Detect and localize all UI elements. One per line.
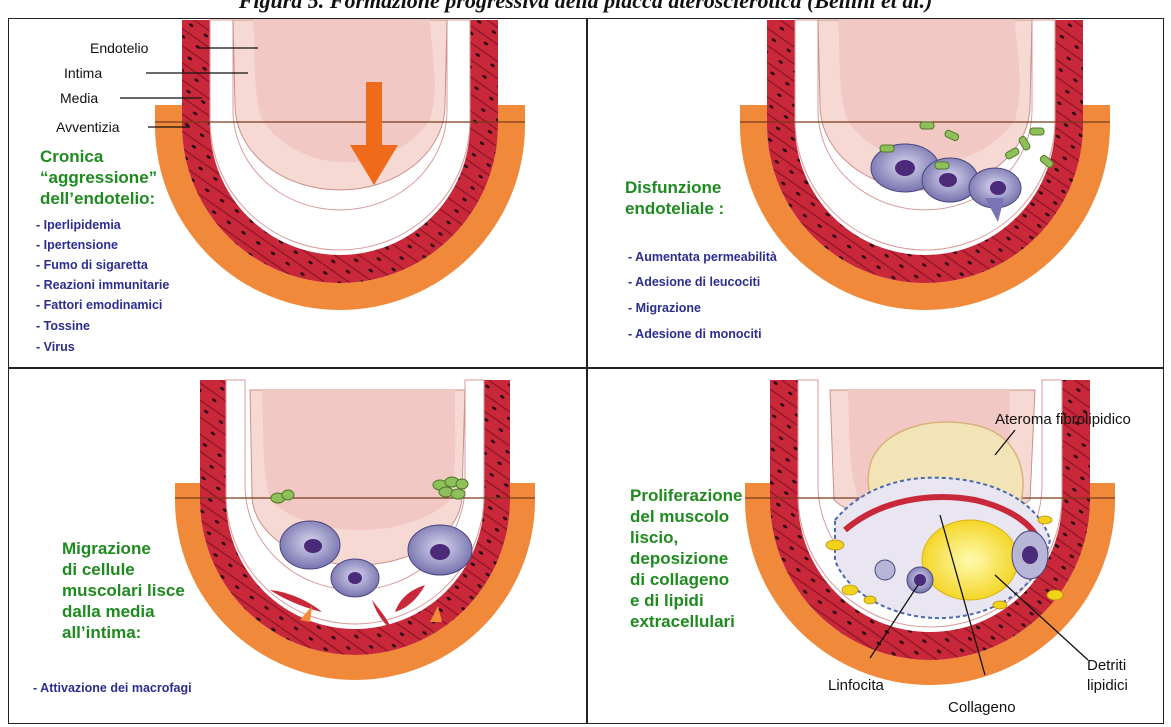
panel4-title-line: di collageno — [630, 570, 729, 589]
vessel-wall-3 — [175, 380, 535, 680]
label-detriti-2: lipidici — [1087, 677, 1128, 694]
panel3-title-line: muscolari lisce — [62, 581, 185, 600]
panel2-title-line: Disfunzione — [625, 178, 721, 197]
panel-4: Ateroma fibrolipidico Detriti lipidici L… — [630, 380, 1131, 716]
panel3-title-line: di cellule — [62, 560, 135, 579]
panel-1: Endotelio Intima Media Avventizia Cronic… — [36, 20, 525, 354]
panel1-item: - Virus — [36, 340, 75, 354]
panel2-item: - Adesione di monociti — [628, 327, 762, 341]
panel-2: Disfunzione endoteliale : - Aumentata pe… — [625, 20, 1110, 341]
panel2-item: - Adesione di leucociti — [628, 275, 760, 289]
panel1-title-line: “aggressione” — [40, 168, 157, 187]
panel4-title-line: extracellulari — [630, 612, 735, 631]
panel4-title-line: liscio, — [630, 528, 678, 547]
panel1-item: - Tossine — [36, 319, 90, 333]
label-collageno: Collageno — [948, 699, 1016, 716]
panel4-title-line: Proliferazione — [630, 486, 742, 505]
panel3-title-line: all’intima: — [62, 623, 141, 642]
panel1-item: - Reazioni immunitarie — [36, 278, 169, 292]
label-media: Media — [60, 90, 98, 106]
vessel-wall-1 — [155, 20, 525, 310]
panel2-title-line: endoteliale : — [625, 199, 724, 218]
panel2-item: - Aumentata permeabilità — [628, 250, 777, 264]
panel4-title-line: deposizione — [630, 549, 728, 568]
panel1-item: - Fattori emodinamici — [36, 298, 162, 312]
panel1-title-line: dell’endotelio: — [40, 189, 155, 208]
label-intima: Intima — [64, 65, 102, 81]
panel1-item: - Fumo di sigaretta — [36, 258, 149, 272]
label-detriti-1: Detriti — [1087, 657, 1126, 674]
panel-3: Migrazione di cellule muscolari lisce da… — [33, 380, 535, 695]
label-endotelio: Endotelio — [90, 40, 149, 56]
label-avventizia: Avventizia — [56, 119, 120, 135]
panel4-title-line: e di lipidi — [630, 591, 704, 610]
panel3-item: - Attivazione dei macrofagi — [33, 681, 192, 695]
panel1-item: - Iperlipidemia — [36, 218, 122, 232]
panel4-title-line: del muscolo — [630, 507, 729, 526]
panel3-title-line: Migrazione — [62, 539, 151, 558]
label-ateroma: Ateroma fibrolipidico — [995, 411, 1131, 428]
panel1-item: - Ipertensione — [36, 238, 118, 252]
panel1-title-line: Cronica — [40, 147, 104, 166]
label-linfocita: Linfocita — [828, 677, 885, 694]
panel3-title-line: dalla media — [62, 602, 155, 621]
panel2-item: - Migrazione — [628, 301, 701, 315]
